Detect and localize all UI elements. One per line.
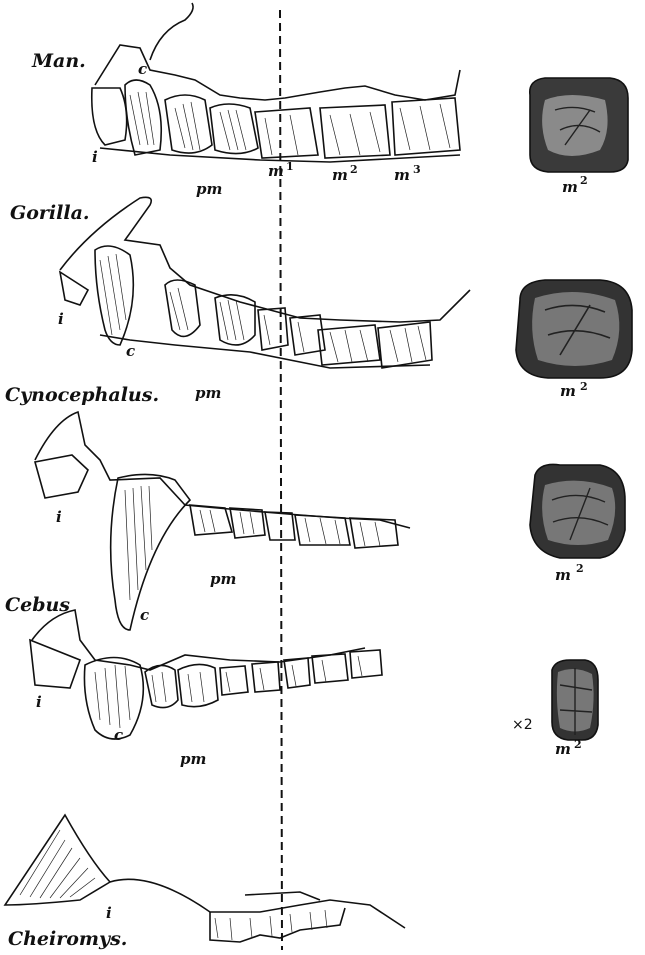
cynocephalus-jaw-drawing [35,412,410,630]
cynocephalus-crown-m-label: m [555,568,571,583]
man-crown-m-sup: 2 [580,174,588,187]
man-premolar-label: pm [196,182,222,197]
gorilla-jaw-drawing [60,197,470,368]
cebus-scale-label: ×2 [512,718,533,732]
man-canine-label: c [138,62,147,77]
cynocephalus-crown-m-sup: 2 [576,562,584,575]
gorilla-premolar-label: pm [195,386,221,401]
dashed-reference-line [280,10,282,950]
gorilla-crown-m-sup: 2 [580,380,588,393]
label-gorilla: Gorilla. [10,204,90,223]
cheiromys-incisor-label: i [106,906,112,921]
man-m1-label: m [268,164,284,179]
cynocephalus-premolar-label: pm [210,572,236,587]
cebus-crown-m-label: m [555,742,571,757]
cebus-canine-label: c [114,728,123,743]
man-incisor-label: i [92,150,98,165]
man-crown-m-label: m [562,180,578,195]
cynocephalus-incisor-label: i [56,510,62,525]
cebus-jaw-drawing [30,610,382,739]
man-m1-sup: 1 [286,160,294,173]
cebus-incisor-label: i [36,695,42,710]
label-cebus: Cebus [5,596,70,615]
gorilla-incisor-label: i [58,312,64,327]
gorilla-crown-m-label: m [560,384,576,399]
label-man: Man. [32,52,86,71]
cebus-molar-crown [552,660,598,740]
man-molar-crown [530,78,628,172]
gorilla-molar-crown [516,280,632,378]
gorilla-canine-label: c [126,344,135,359]
label-cynocephalus: Cynocephalus. [5,386,159,405]
man-m3-sup: 3 [413,163,421,176]
cebus-premolar-label: pm [180,752,206,767]
cynocephalus-molar-crown [530,464,625,558]
cebus-crown-m-sup: 2 [574,738,582,751]
label-cheiromys: Cheiromys. [8,930,127,949]
man-m2-sup: 2 [350,163,358,176]
cynocephalus-jaw-hatching [125,486,380,600]
man-m3-label: m [394,168,410,183]
man-m2-label: m [332,168,348,183]
cynocephalus-canine-label: c [140,608,149,623]
